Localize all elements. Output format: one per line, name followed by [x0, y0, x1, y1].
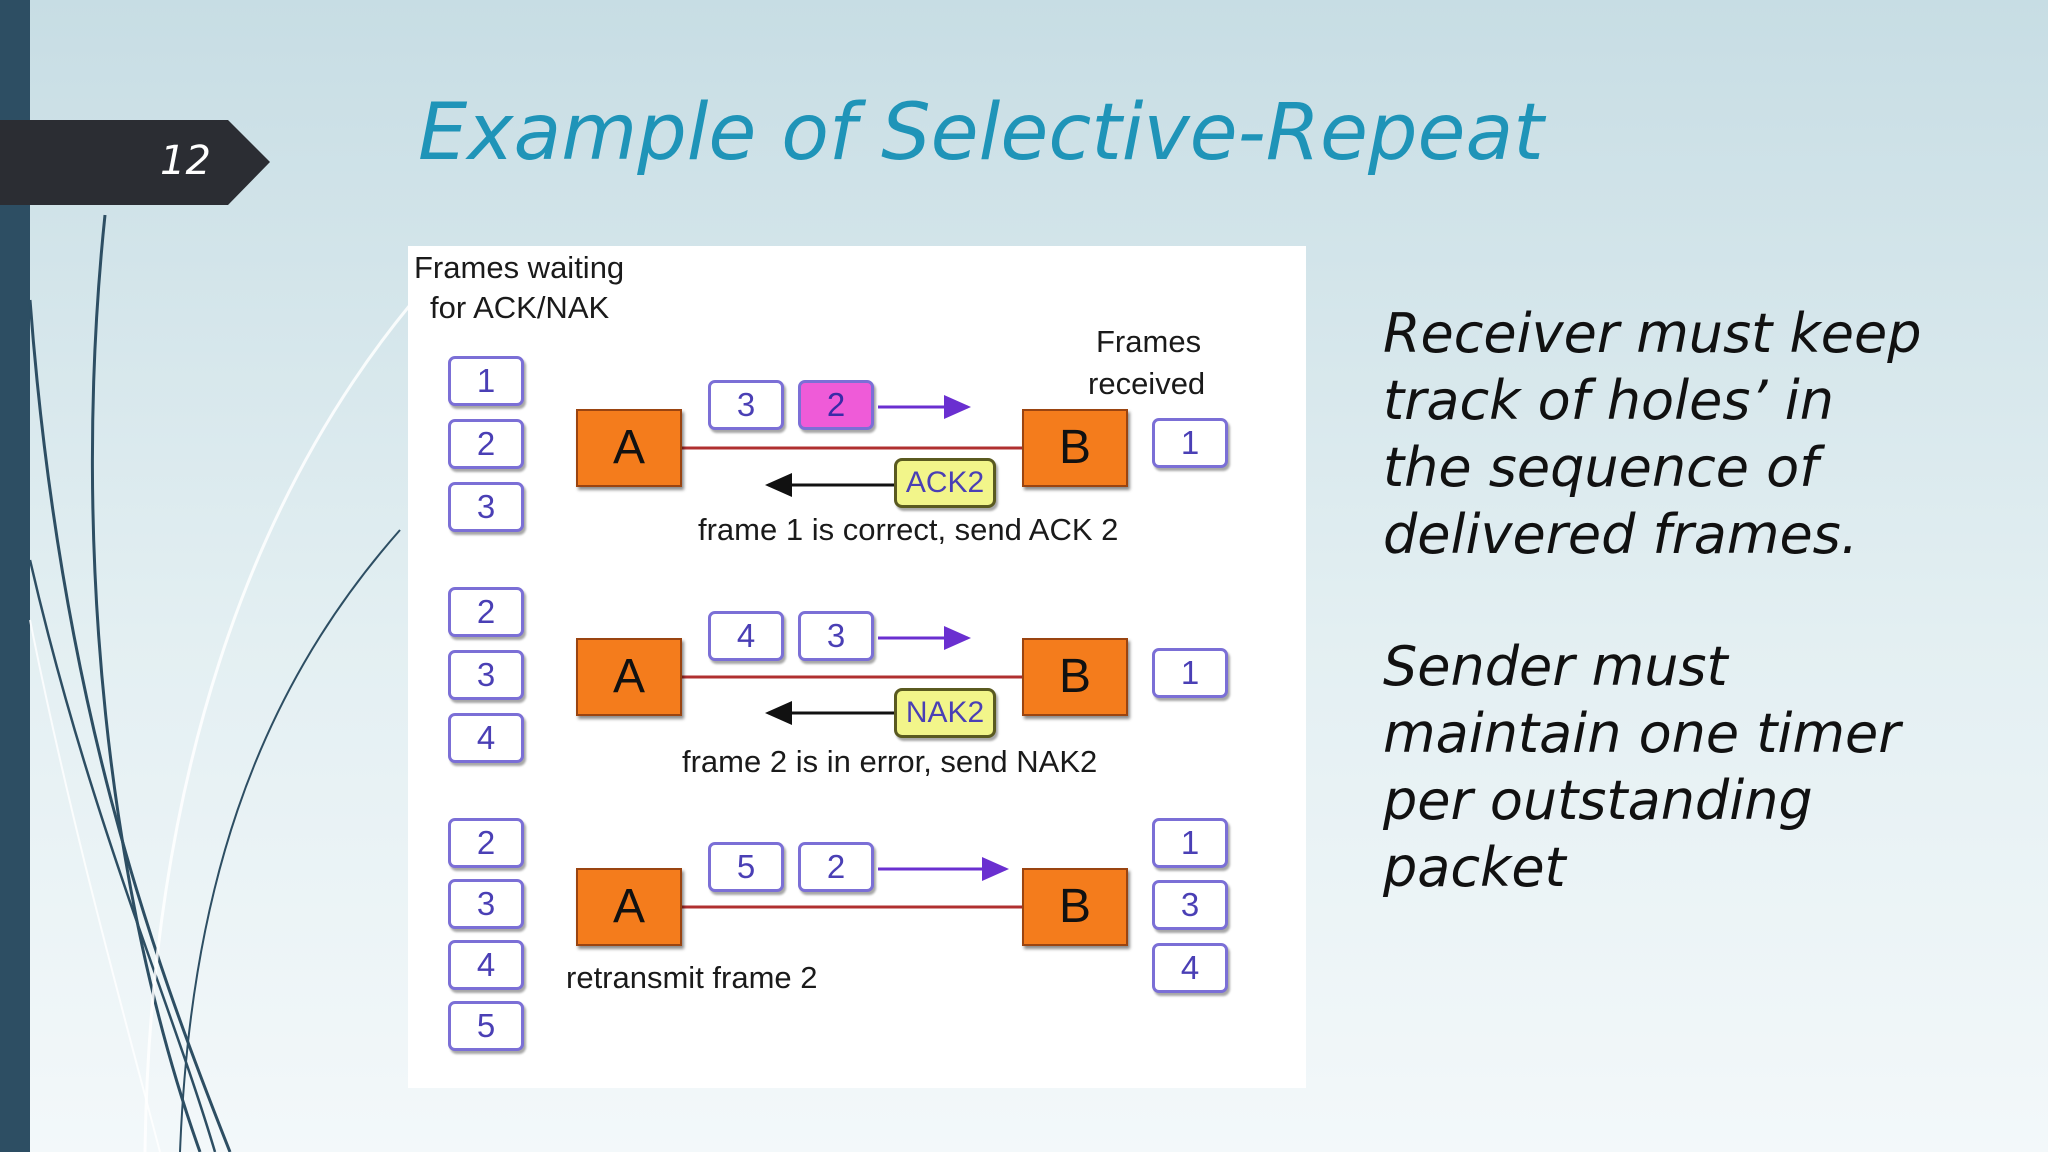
transit-frame-highlighted: 2 — [798, 380, 874, 430]
node-a: A — [576, 868, 682, 946]
node-a: A — [576, 409, 682, 487]
waiting-frame: 3 — [448, 650, 524, 700]
receiver-heading-line2: received — [1088, 366, 1206, 401]
waiting-frame: 1 — [448, 356, 524, 406]
waiting-frame: 4 — [448, 940, 524, 990]
row-caption: retransmit frame 2 — [566, 960, 818, 995]
received-frame: 3 — [1152, 880, 1228, 930]
receiver-note-line: track of holes’ in — [1383, 369, 1834, 432]
diagram-lines — [606, 395, 1022, 909]
waiting-frame: 2 — [448, 818, 524, 868]
receiver-note-line: Receiver must keep — [1383, 302, 1922, 365]
row-caption: frame 1 is correct, send ACK 2 — [698, 512, 1119, 547]
node-a: A — [576, 638, 682, 716]
transit-frame: 5 — [708, 842, 784, 892]
sender-heading-line2: for ACK/NAK — [430, 290, 610, 325]
sender-note: Sender must maintain one timer per outst… — [1383, 633, 2003, 901]
node-b: B — [1022, 638, 1128, 716]
transit-frame: 4 — [708, 611, 784, 661]
receiver-note-line: the sequence of — [1383, 436, 1819, 499]
slide-number-tag — [0, 120, 270, 205]
sender-heading-line1: Frames waiting — [414, 250, 625, 285]
waiting-frame: 3 — [448, 482, 524, 532]
waiting-frame: 2 — [448, 419, 524, 469]
sender-note-line: packet — [1383, 836, 1566, 899]
sender-note-line: Sender must — [1383, 635, 1728, 698]
ack-reply: ACK2 — [894, 458, 996, 508]
received-frame: 1 — [1152, 648, 1228, 698]
waiting-frame: 3 — [448, 879, 524, 929]
waiting-frame: 5 — [448, 1001, 524, 1051]
slide-title: Example of Selective-Repeat — [418, 88, 1544, 178]
received-frame: 1 — [1152, 818, 1228, 868]
transit-frame: 3 — [708, 380, 784, 430]
node-b: B — [1022, 409, 1128, 487]
node-b: B — [1022, 868, 1128, 946]
receiver-note: Receiver must keep track of holes’ in th… — [1383, 300, 2003, 568]
sender-note-line: per outstanding — [1383, 769, 1813, 832]
received-frame: 1 — [1152, 418, 1228, 468]
received-frame: 4 — [1152, 943, 1228, 993]
nak-reply: NAK2 — [894, 688, 996, 738]
selective-repeat-diagram: Frames waiting for ACK/NAK Frames receiv… — [408, 246, 1306, 1088]
transit-frame: 3 — [798, 611, 874, 661]
receiver-note-line: delivered frames. — [1383, 503, 1858, 566]
waiting-frame: 2 — [448, 587, 524, 637]
slide-number: 12 — [160, 138, 211, 184]
row-caption: frame 2 is in error, send NAK2 — [682, 744, 1098, 779]
sender-note-line: maintain one timer — [1383, 702, 1901, 765]
receiver-heading-line1: Frames — [1096, 324, 1202, 359]
waiting-frame: 4 — [448, 713, 524, 763]
transit-frame-retransmitted: 2 — [798, 842, 874, 892]
